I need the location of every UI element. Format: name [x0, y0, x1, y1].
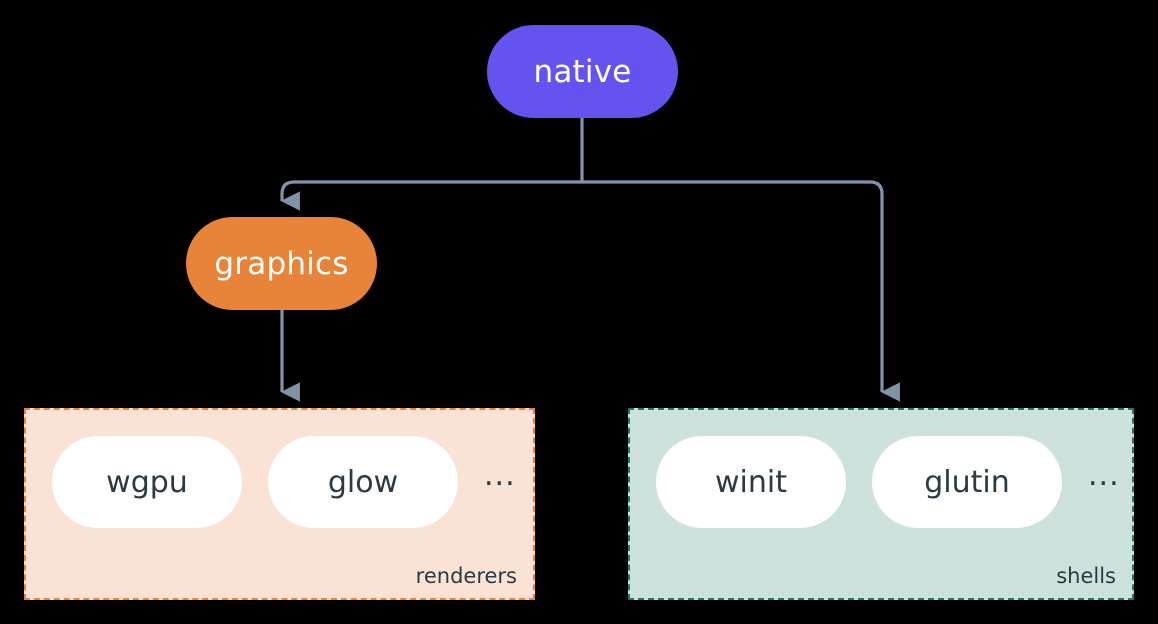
edge-native-to-graphics: [280, 180, 582, 211]
group-renderers-items: wgpu glow ...: [26, 436, 533, 528]
node-graphics[interactable]: graphics: [186, 217, 377, 310]
group-shells: winit glutin ... shells: [628, 408, 1134, 600]
pill-winit-label: winit: [715, 464, 787, 500]
node-native[interactable]: native: [487, 25, 678, 118]
pill-wgpu[interactable]: wgpu: [52, 436, 242, 528]
renderers-overflow-ellipsis: ...: [484, 458, 516, 493]
pill-glow[interactable]: glow: [268, 436, 458, 528]
pill-glow-label: glow: [327, 464, 399, 500]
group-shells-items: winit glutin ...: [630, 436, 1132, 528]
pill-glutin[interactable]: glutin: [872, 436, 1062, 528]
node-native-label: native: [533, 53, 632, 90]
pill-wgpu-label: wgpu: [106, 464, 188, 500]
group-renderers-label: renderers: [415, 564, 517, 588]
group-renderers: wgpu glow ... renderers: [24, 408, 535, 600]
shells-overflow-ellipsis: ...: [1088, 458, 1120, 493]
edge-native-to-shells: [582, 180, 900, 402]
pill-glutin-label: glutin: [924, 464, 1010, 500]
node-graphics-label: graphics: [214, 245, 349, 282]
group-shells-label: shells: [1056, 564, 1116, 588]
pill-winit[interactable]: winit: [656, 436, 846, 528]
